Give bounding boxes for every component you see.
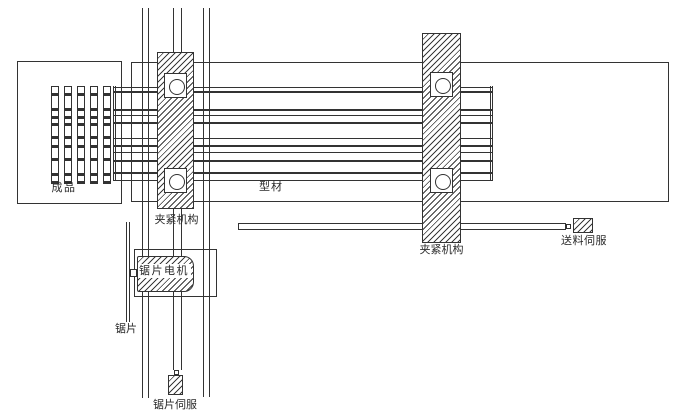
profile-line bbox=[113, 108, 493, 111]
bar-band bbox=[90, 181, 97, 184]
feed-servo-label: 送料伺服 bbox=[561, 234, 607, 247]
bar-band bbox=[64, 93, 71, 96]
feed-rod-coupler bbox=[565, 223, 571, 229]
finished-bar bbox=[102, 86, 111, 184]
finished-product-box bbox=[17, 61, 122, 204]
bar-band bbox=[77, 93, 84, 96]
bar-band bbox=[90, 115, 97, 119]
bar-band bbox=[103, 158, 110, 161]
bar-band bbox=[64, 108, 71, 111]
bar-band bbox=[51, 144, 58, 148]
clamp-right-label: 夹紧机构 bbox=[419, 243, 464, 256]
bar-band bbox=[64, 173, 71, 176]
profile-line bbox=[113, 145, 493, 147]
bearing-hole-icon bbox=[168, 173, 185, 190]
bar-band bbox=[77, 158, 84, 161]
bearing-hole-icon bbox=[434, 173, 451, 190]
bar-band bbox=[90, 93, 97, 96]
bar-band bbox=[64, 115, 71, 119]
finished-bar bbox=[63, 86, 72, 184]
bar-band bbox=[103, 144, 110, 148]
bar-band bbox=[77, 144, 84, 148]
bearing-hole-icon bbox=[168, 78, 185, 95]
finished-bar bbox=[50, 86, 59, 184]
finished-bar bbox=[76, 86, 85, 184]
bar-band bbox=[103, 93, 110, 96]
bar-band bbox=[51, 123, 58, 126]
profile-line bbox=[113, 172, 493, 174]
bar-band bbox=[103, 115, 110, 119]
profile-line bbox=[113, 91, 493, 93]
machine-bed-box bbox=[131, 62, 669, 202]
saw-motor-label-bg bbox=[138, 263, 191, 278]
saw-servo bbox=[168, 374, 183, 395]
guide-rail bbox=[141, 8, 149, 398]
bar-band bbox=[77, 115, 84, 119]
bar-band bbox=[77, 173, 84, 176]
bar-band bbox=[90, 173, 97, 176]
clamp-right-bearing-bottom bbox=[430, 168, 453, 193]
bar-band bbox=[51, 108, 58, 111]
bar-band bbox=[64, 144, 71, 148]
bar-band bbox=[77, 181, 84, 184]
profile-line bbox=[113, 122, 493, 124]
profile-material-label: 型材 bbox=[259, 179, 283, 193]
profile-line bbox=[113, 159, 493, 162]
clamp-left-bearing-top bbox=[164, 73, 187, 98]
profile-line bbox=[113, 138, 493, 139]
bar-band bbox=[77, 136, 84, 139]
clamp-left-label: 夹紧机构 bbox=[154, 212, 199, 226]
profile-left-cap bbox=[113, 86, 116, 181]
clamp-right-bearing-top bbox=[430, 72, 453, 97]
feed-rod bbox=[238, 223, 566, 230]
profile-line bbox=[113, 115, 493, 116]
saw-blade-label: 锯片 bbox=[115, 321, 137, 335]
saw-motor-label: 锯片电机 bbox=[139, 263, 189, 277]
saw-blade-hub bbox=[129, 269, 137, 277]
bar-band bbox=[77, 108, 84, 111]
bar-band bbox=[51, 173, 58, 176]
bar-band bbox=[103, 123, 110, 126]
clamp-right bbox=[422, 33, 461, 243]
profile-right-cap bbox=[490, 86, 493, 181]
bar-band bbox=[90, 123, 97, 126]
bar-band bbox=[64, 181, 71, 184]
bar-band bbox=[103, 173, 110, 176]
finished-product-label: 成品 bbox=[51, 181, 77, 194]
bar-band bbox=[51, 93, 58, 96]
bar-band bbox=[90, 144, 97, 148]
profile-line bbox=[113, 152, 493, 153]
bar-band bbox=[64, 158, 71, 161]
bar-band bbox=[103, 136, 110, 139]
saw-servo-label: 锯片伺服 bbox=[153, 398, 197, 411]
profile-line bbox=[113, 179, 493, 181]
bar-band bbox=[51, 181, 58, 184]
guide-rail bbox=[202, 8, 210, 397]
clamp-left-bearing-bottom bbox=[164, 168, 187, 193]
bar-band bbox=[103, 181, 110, 184]
bar-band bbox=[64, 123, 71, 126]
bar-band bbox=[51, 115, 58, 119]
bar-band bbox=[51, 136, 58, 139]
feed-servo bbox=[572, 218, 593, 233]
bar-band bbox=[103, 108, 110, 111]
saw-blade-line bbox=[126, 222, 130, 322]
bar-band bbox=[51, 158, 58, 161]
bar-band bbox=[90, 136, 97, 139]
bearing-hole-icon bbox=[434, 77, 451, 94]
finished-bar bbox=[89, 86, 98, 184]
bar-band bbox=[77, 123, 84, 126]
bar-band bbox=[90, 108, 97, 111]
profile-line bbox=[113, 86, 493, 88]
bar-band bbox=[90, 158, 97, 161]
bar-band bbox=[64, 136, 71, 139]
saw-servo-coupler bbox=[174, 369, 179, 375]
